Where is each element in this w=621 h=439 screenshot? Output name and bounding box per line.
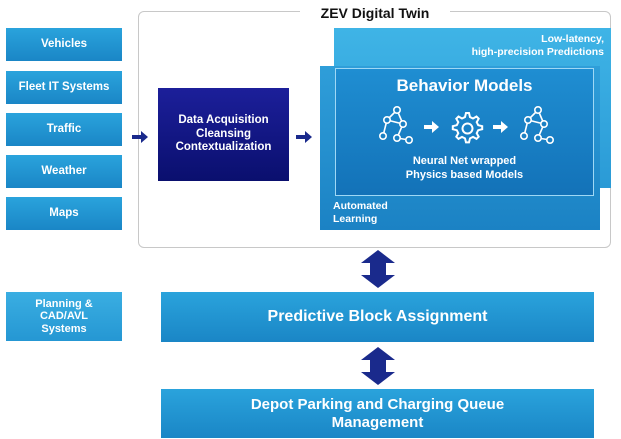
neural-net-line: Neural Net wrapped	[412, 155, 517, 167]
arrow-right-icon	[424, 121, 439, 133]
low-latency-line2: high-precision Predictions	[471, 46, 604, 59]
depot-line2: Management	[331, 413, 424, 431]
depot-line1: Depot Parking and Charging Queue	[250, 396, 505, 414]
input-fleet-it-label: Fleet IT Systems	[18, 80, 110, 93]
low-latency-line1: Low-latency,	[541, 33, 604, 45]
arrow-right-icon	[493, 121, 508, 133]
contextualization-line: Contextualization	[175, 141, 272, 154]
input-fleet-it-systems: Fleet IT Systems	[6, 71, 122, 104]
data-acquisition-box: Data Acquisition Cleansing Contextualiza…	[158, 88, 289, 181]
input-weather-label: Weather	[41, 164, 87, 177]
behavior-models-subtitle: Neural Net wrapped Physics based Models	[335, 155, 594, 185]
input-maps-label: Maps	[49, 206, 79, 219]
planning-line1: Planning &	[35, 297, 93, 310]
planning-cad-avl-box: Planning & CAD/AVL Systems	[6, 292, 122, 341]
planning-line2: CAD/AVL	[39, 310, 89, 323]
data-acquisition-line: Data Acquisition	[178, 113, 269, 126]
planning-line3: Systems	[41, 322, 87, 335]
physics-models-line: Physics based Models	[405, 168, 524, 181]
predictive-block-assignment-box: Predictive Block Assignment	[161, 292, 594, 342]
bidirectional-arrow-icon	[361, 347, 395, 385]
input-weather: Weather	[6, 155, 122, 188]
depot-parking-charging-box: Depot Parking and Charging Queue Managem…	[161, 389, 594, 438]
digital-twin-title: ZEV Digital Twin	[300, 4, 450, 22]
arrow-right-icon	[132, 131, 148, 143]
network-graph-icon	[379, 105, 413, 144]
input-vehicles: Vehicles	[6, 28, 122, 61]
predictive-block-assignment-label: Predictive Block Assignment	[267, 307, 488, 325]
learning-line: Learning	[333, 212, 378, 225]
automated-line: Automated	[333, 200, 388, 212]
input-maps: Maps	[6, 197, 122, 230]
gear-icon	[451, 112, 484, 144]
input-vehicles-label: Vehicles	[40, 37, 88, 50]
cleansing-line: Cleansing	[196, 127, 251, 140]
bidirectional-arrow-icon	[361, 250, 395, 288]
network-graph-icon	[520, 105, 554, 144]
automated-learning-label: Automated Learning	[333, 200, 423, 228]
arrow-right-icon	[296, 131, 312, 143]
low-latency-label: Low-latency, high-precision Predictions	[334, 33, 604, 63]
behavior-models-title: Behavior Models	[396, 76, 533, 95]
input-traffic: Traffic	[6, 113, 122, 146]
input-traffic-label: Traffic	[46, 122, 82, 135]
